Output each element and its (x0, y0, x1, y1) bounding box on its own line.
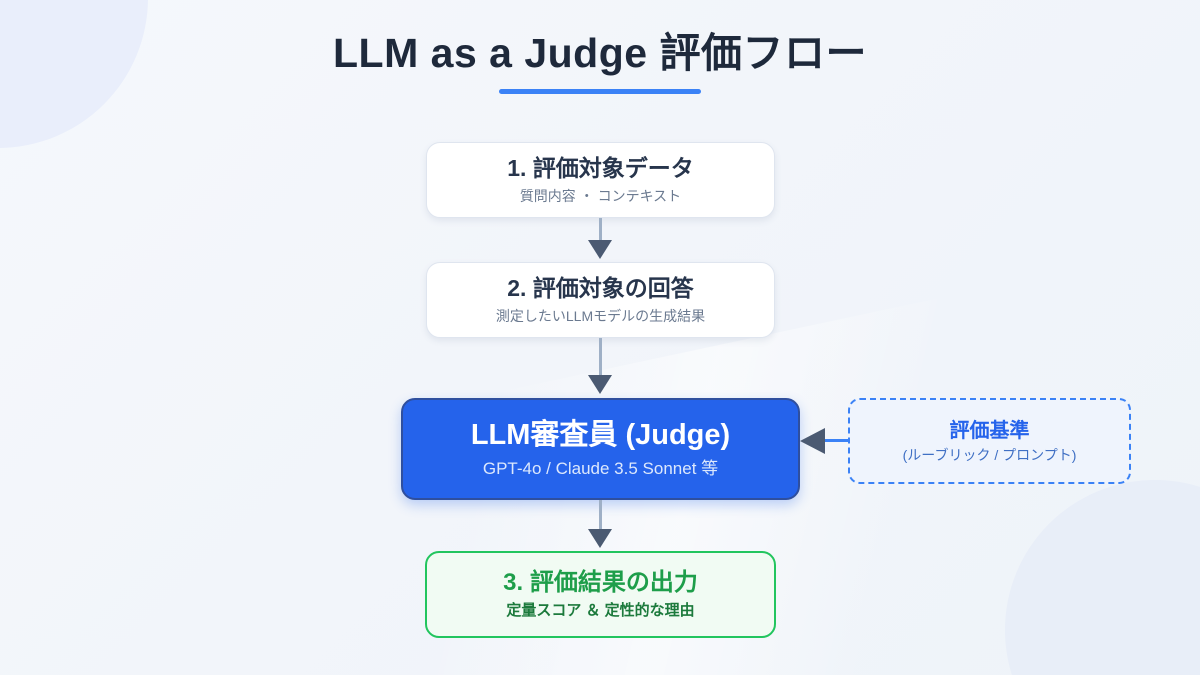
flow-node-judge[interactable]: LLM審査員 (Judge) GPT-4o / Claude 3.5 Sonne… (401, 398, 800, 500)
page-title: LLM as a Judge 評価フロー (333, 30, 867, 76)
flow-node-data-title: 1. 評価対象データ (507, 155, 694, 182)
connector-data-to-answer-line (599, 218, 602, 242)
connector-criteria-to-judge-line (824, 439, 848, 442)
connector-judge-to-output-arrowhead-icon (588, 529, 612, 548)
flow-node-data-subtitle: 質問内容 ・ コンテキスト (519, 187, 682, 204)
flow-node-data[interactable]: 1. 評価対象データ 質問内容 ・ コンテキスト (426, 142, 775, 218)
connector-answer-to-judge-line (599, 338, 602, 376)
connector-criteria-to-judge-arrowhead-icon (800, 428, 825, 454)
flow-node-criteria[interactable]: 評価基準 (ルーブリック / プロンプト) (848, 398, 1131, 484)
decorative-circle-bottom-right (1005, 480, 1200, 675)
flow-node-criteria-title: 評価基準 (949, 419, 1030, 442)
flow-node-output-subtitle: 定量スコア ＆ 定性的な理由 (506, 602, 695, 620)
title-block: LLM as a Judge 評価フロー (0, 28, 1200, 95)
connector-judge-to-output-line (599, 500, 602, 530)
connector-data-to-answer-arrowhead-icon (588, 240, 612, 259)
title-underline-accent (499, 89, 701, 95)
flow-node-answer-title: 2. 評価対象の回答 (507, 275, 694, 302)
flow-node-answer-subtitle: 測定したいLLMモデルの生成結果 (495, 307, 706, 324)
flow-node-criteria-subtitle: (ルーブリック / プロンプト) (902, 446, 1077, 463)
flow-node-judge-title: LLM審査員 (Judge) (470, 419, 731, 452)
flow-node-output-title: 3. 評価結果の出力 (503, 568, 698, 596)
flow-node-output[interactable]: 3. 評価結果の出力 定量スコア ＆ 定性的な理由 (425, 551, 776, 638)
flow-node-answer[interactable]: 2. 評価対象の回答 測定したいLLMモデルの生成結果 (426, 262, 775, 338)
flow-node-judge-subtitle: GPT-4o / Claude 3.5 Sonnet 等 (482, 459, 719, 479)
connector-answer-to-judge-arrowhead-icon (588, 375, 612, 394)
